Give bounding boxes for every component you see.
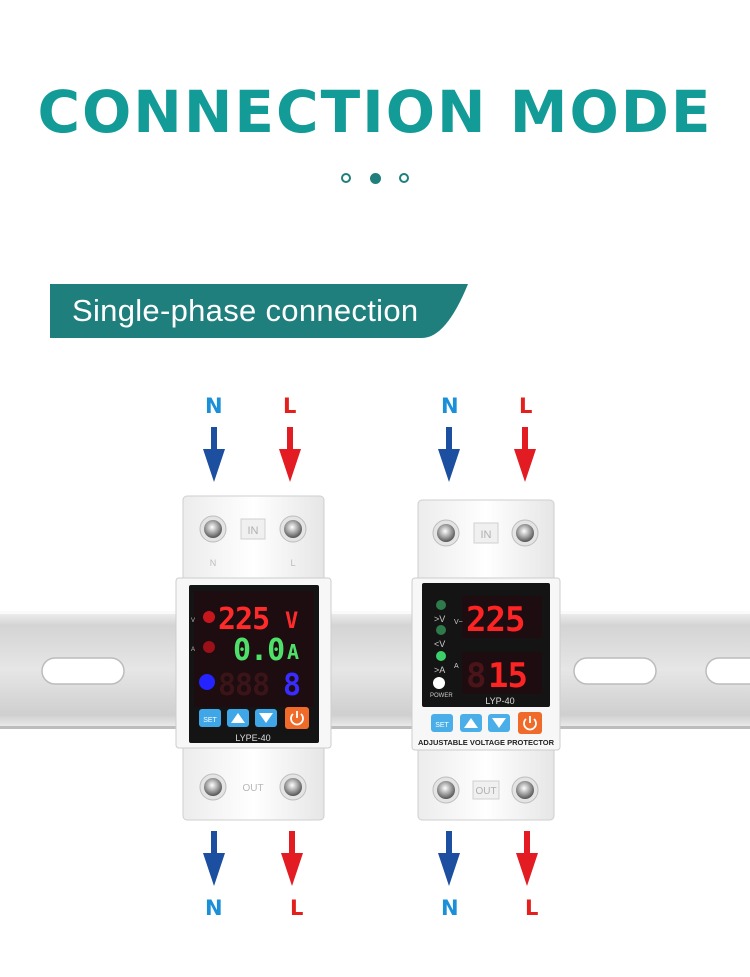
indicator-led bbox=[436, 625, 446, 635]
terminal-screw bbox=[437, 524, 455, 542]
neutral-arrow-top-left bbox=[203, 427, 225, 482]
a-label: A bbox=[454, 663, 459, 670]
terminal-screw bbox=[284, 520, 302, 538]
terminal-screw bbox=[204, 778, 222, 796]
line-arrow-bottom-right bbox=[516, 831, 538, 886]
din-rail bbox=[0, 611, 750, 729]
power-icon bbox=[290, 711, 304, 726]
side-label-v: V bbox=[191, 618, 195, 624]
neutral-arrow-bottom-left bbox=[203, 831, 225, 886]
indicator-over-voltage: >V bbox=[434, 614, 445, 624]
neutral-arrow-top-right bbox=[438, 427, 460, 482]
voltage-unit: V bbox=[285, 609, 298, 634]
pager-dot[interactable] bbox=[399, 173, 409, 183]
line-arrow-top-left bbox=[279, 427, 301, 482]
set-button-label: SET bbox=[203, 717, 217, 724]
device-left: IN N L OUT V A 225 V 0.0 A 888 8 SET bbox=[175, 495, 332, 821]
neutral-arrow-bottom-right bbox=[438, 831, 460, 886]
line-arrow-bottom-left bbox=[281, 831, 303, 886]
indicator-power: POWER bbox=[430, 693, 453, 699]
line-arrow-top-right bbox=[514, 427, 536, 482]
indicator-led bbox=[436, 651, 446, 661]
current-unit: A bbox=[287, 640, 299, 664]
pager-dots bbox=[341, 172, 411, 187]
indicator-led bbox=[436, 600, 446, 610]
voltage-readout: 225 bbox=[218, 602, 269, 637]
wire-arrows bbox=[203, 427, 538, 886]
up-arrow-icon bbox=[231, 713, 245, 723]
terminal-screw bbox=[204, 520, 222, 538]
power-icon bbox=[523, 716, 537, 731]
power-readout-dim: 888 bbox=[218, 668, 269, 703]
device-right: IN OUT >V <V >A POWER V~ A 225 8 15 LYP-… bbox=[411, 499, 561, 821]
line-label-bottom-left: L bbox=[290, 896, 304, 920]
line-label-top-left: L bbox=[283, 394, 297, 418]
terminal-screw bbox=[516, 524, 534, 542]
voltage-readout: 225 bbox=[466, 600, 524, 640]
model-label: LYPE-40 bbox=[235, 733, 270, 743]
down-arrow-icon bbox=[492, 718, 506, 728]
terminal-screw bbox=[516, 781, 534, 799]
current-readout: 0.0 bbox=[233, 633, 284, 668]
indicator-over-current: >A bbox=[434, 665, 445, 675]
pager-dot[interactable] bbox=[341, 173, 351, 183]
page-title: CONNECTION MODE bbox=[37, 78, 713, 146]
line-label-top-right: L bbox=[519, 394, 533, 418]
pager-dot-active[interactable] bbox=[370, 172, 381, 184]
set-button-label: SET bbox=[435, 722, 449, 729]
terminal-screw bbox=[437, 781, 455, 799]
current-readout: 15 bbox=[488, 656, 527, 696]
indicator-led-red bbox=[203, 611, 215, 623]
set-button[interactable] bbox=[199, 709, 221, 727]
indicator-led-red bbox=[203, 641, 215, 653]
section-banner-label: Single-phase connection bbox=[72, 293, 419, 328]
set-button[interactable] bbox=[431, 714, 453, 732]
neutral-label-bottom-left: N bbox=[205, 896, 223, 920]
neutral-label-bottom-right: N bbox=[441, 896, 459, 920]
neutral-label-top-left: N bbox=[205, 394, 223, 418]
power-readout: 8 bbox=[283, 668, 301, 703]
neutral-label-top-right: N bbox=[441, 394, 459, 418]
current-readout-dim: 8 bbox=[466, 656, 485, 696]
terminal-l-label: L bbox=[290, 558, 295, 568]
indicator-under-voltage: <V bbox=[434, 639, 445, 649]
device-caption: ADJUSTABLE VOLTAGE PROTECTOR bbox=[418, 738, 555, 747]
indicator-led-power bbox=[433, 677, 445, 689]
terminal-n-label: N bbox=[210, 558, 217, 568]
line-label-bottom-right: L bbox=[525, 896, 539, 920]
section-banner bbox=[50, 284, 468, 338]
model-label: LYP-40 bbox=[485, 696, 514, 706]
terminal-in-label: IN bbox=[481, 529, 492, 541]
side-label-a: A bbox=[191, 647, 195, 653]
terminal-out-label: OUT bbox=[475, 786, 496, 797]
terminal-screw bbox=[284, 778, 302, 796]
up-arrow-icon bbox=[464, 718, 478, 728]
down-arrow-icon bbox=[259, 713, 273, 723]
terminal-out-label: OUT bbox=[242, 783, 263, 794]
v-tilde-label: V~ bbox=[454, 619, 463, 626]
indicator-led-blue bbox=[199, 674, 215, 690]
terminal-in-label: IN bbox=[248, 525, 259, 537]
